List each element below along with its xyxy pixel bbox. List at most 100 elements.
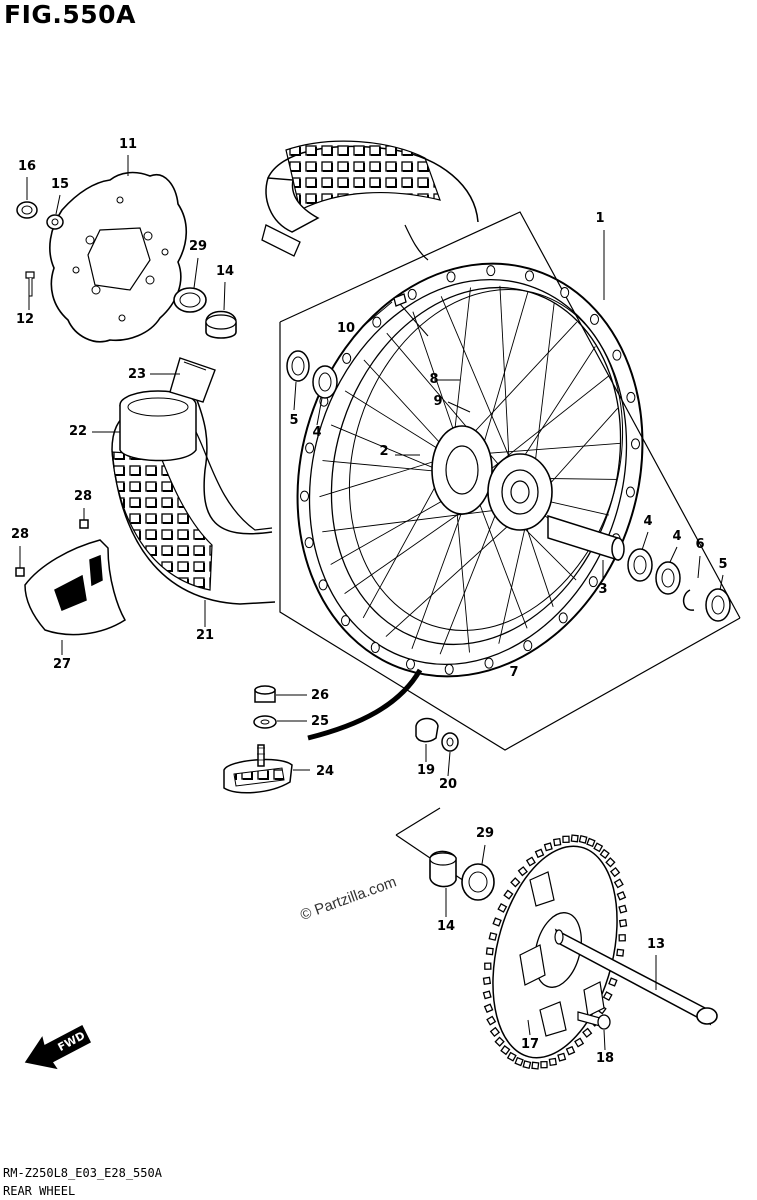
sprocket-tooth — [492, 917, 502, 927]
sprocket-tooth — [616, 890, 627, 901]
part-label-20[interactable]: 20 — [439, 777, 457, 792]
leader-line — [316, 397, 323, 426]
sprocket-tooth — [482, 976, 492, 985]
part-label-27[interactable]: 27 — [53, 657, 71, 672]
rim-lock — [223, 685, 293, 794]
rim-hole — [305, 442, 315, 454]
sprocket-tooth — [540, 1060, 548, 1069]
part-label-16[interactable]: 16 — [18, 159, 36, 174]
part-label-3[interactable]: 3 — [598, 582, 607, 597]
part-label-15[interactable]: 15 — [51, 177, 69, 192]
part-label-5[interactable]: 5 — [289, 413, 298, 428]
part-label-22[interactable]: 22 — [69, 424, 87, 439]
rim-hole — [523, 640, 533, 652]
sprocket-tooth — [517, 866, 528, 877]
leader-line — [193, 257, 199, 289]
part-label-26[interactable]: 26 — [311, 688, 329, 703]
part-label-4[interactable]: 4 — [643, 514, 652, 529]
sprocket-tooth — [497, 902, 508, 913]
rim-hole — [484, 657, 494, 669]
hub-small-parts-left — [16, 201, 237, 339]
rim-hole — [372, 316, 382, 328]
sprocket-tooth — [534, 848, 545, 859]
rim-hole — [444, 663, 454, 675]
part-label-12[interactable]: 12 — [16, 312, 34, 327]
part-label-6[interactable]: 6 — [695, 537, 704, 552]
part-label-14[interactable]: 14 — [437, 919, 455, 934]
spoke — [385, 505, 531, 637]
sprocket-tooth — [531, 1061, 540, 1070]
sprocket-tooth — [485, 947, 494, 956]
nut-washer — [415, 717, 459, 752]
sprocket-tooth — [599, 848, 610, 860]
part-label-11[interactable]: 11 — [119, 137, 137, 152]
sprocket-tooth — [608, 977, 618, 987]
part-label-18[interactable]: 18 — [596, 1051, 614, 1066]
leader-line — [719, 574, 724, 591]
rim-hole — [525, 270, 534, 282]
part-label-14[interactable]: 14 — [216, 264, 234, 279]
spoke — [499, 285, 511, 479]
part-label-29[interactable]: 29 — [476, 826, 494, 841]
part-label-9[interactable]: 9 — [433, 394, 442, 409]
tire-section-top — [261, 140, 479, 261]
part-label-13[interactable]: 13 — [647, 937, 665, 952]
spoke — [319, 455, 453, 498]
part-label-5[interactable]: 5 — [718, 557, 727, 572]
rim-hole — [612, 349, 622, 361]
rim-hole — [626, 391, 636, 403]
part-label-28[interactable]: 28 — [74, 489, 92, 504]
leader-line — [481, 844, 486, 865]
part-label-4[interactable]: 4 — [312, 425, 321, 440]
hub-parts-right — [547, 514, 731, 622]
sprocket-tooth — [488, 932, 498, 941]
part-label-29[interactable]: 29 — [189, 239, 207, 254]
sprocket-tooth — [582, 1027, 593, 1038]
hub-parts-left — [286, 350, 338, 399]
sprocket-tooth — [574, 1037, 585, 1048]
brake-disc — [49, 171, 188, 343]
sprocket-tooth — [616, 948, 625, 957]
sprocket-tooth — [565, 1045, 576, 1056]
sprocket-tooth — [570, 834, 579, 843]
part-label-4[interactable]: 4 — [672, 529, 681, 544]
sprocket-tooth — [486, 1015, 497, 1026]
sprocket-tooth — [605, 857, 616, 868]
sprocket-tooth — [548, 1057, 557, 1067]
part-label-7[interactable]: 7 — [509, 665, 518, 680]
part-label-17[interactable]: 17 — [521, 1037, 539, 1052]
rim-hole — [304, 537, 314, 549]
sprocket-tooth — [522, 1060, 532, 1070]
sprocket-tooth — [494, 1036, 505, 1047]
part-label-25[interactable]: 25 — [311, 714, 329, 729]
rim-holes — [300, 265, 640, 675]
sprocket-tooth — [525, 856, 536, 867]
rim-hole — [341, 615, 350, 627]
rim-hole — [558, 612, 568, 624]
leader-line — [527, 1019, 531, 1036]
sprocket-tooth — [543, 842, 553, 852]
rim-hole — [631, 438, 640, 450]
sprocket-tooth — [618, 904, 628, 914]
part-label-21[interactable]: 21 — [196, 628, 214, 643]
assembly-frame — [279, 211, 741, 886]
part-label-23[interactable]: 23 — [128, 367, 146, 382]
leader-line — [223, 281, 226, 311]
spoke — [363, 359, 453, 457]
part-label-28[interactable]: 28 — [11, 527, 29, 542]
model-code: RM-Z250L8_E03_E28_550A — [3, 1166, 162, 1180]
part-label-19[interactable]: 19 — [417, 763, 435, 778]
rim-lock-bolt — [393, 293, 429, 337]
figure-title: FIG.550A — [4, 0, 136, 29]
rim-hole — [318, 579, 328, 591]
part-label-24[interactable]: 24 — [316, 764, 334, 779]
part-label-1[interactable]: 1 — [595, 211, 604, 226]
part-label-2[interactable]: 2 — [379, 444, 388, 459]
spoke — [471, 483, 528, 629]
leader-line — [447, 751, 451, 777]
part-label-8[interactable]: 8 — [429, 372, 438, 387]
leader-line — [603, 1029, 606, 1051]
rim-hole — [370, 642, 380, 653]
part-label-10[interactable]: 10 — [337, 321, 355, 336]
